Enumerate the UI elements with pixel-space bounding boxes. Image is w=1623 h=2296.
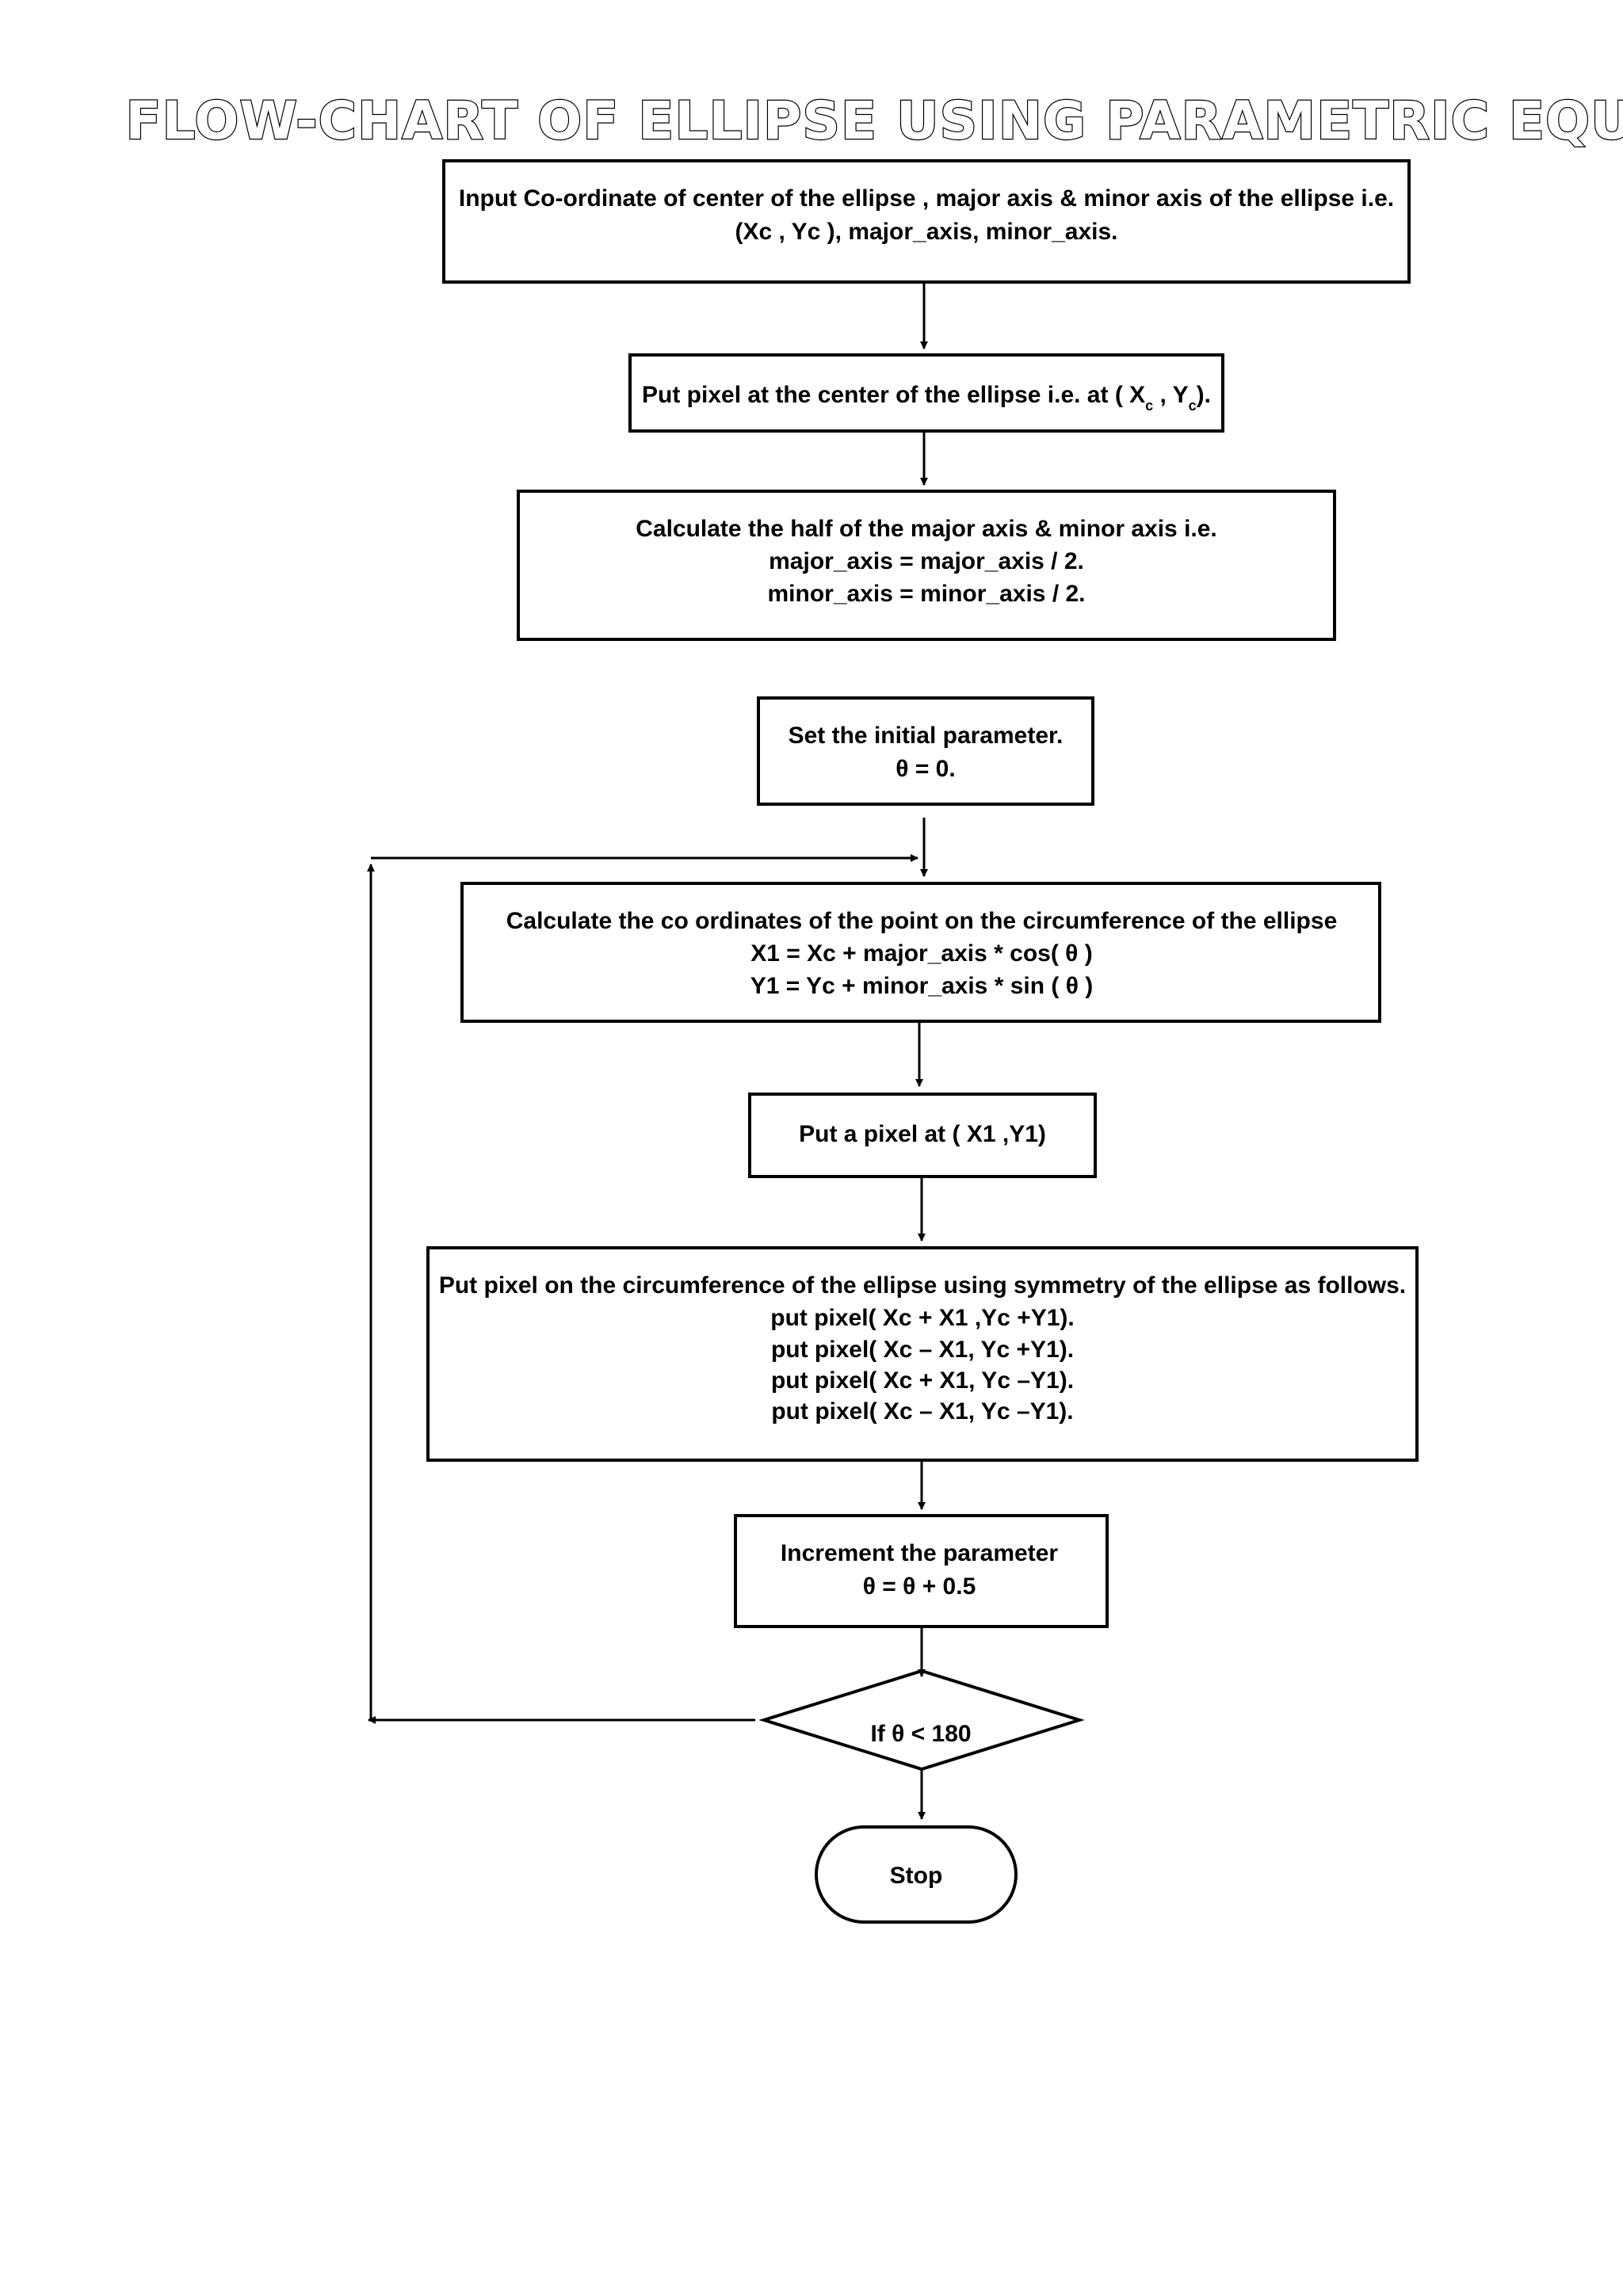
init-param-line-1: Set the initial parameter. — [789, 723, 1064, 749]
put-point-text: Put a pixel at ( X1 ,Y1) — [799, 1121, 1046, 1147]
symmetry-line-1: Put pixel on the circumference of the el… — [439, 1272, 1406, 1299]
input-line-2: (Xc , Yc ), major_axis, minor_axis. — [735, 219, 1117, 245]
increment-box: Increment the parameter θ = θ + 0.5 — [734, 1514, 1109, 1628]
center-pixel-box: Put pixel at the center of the ellipse i… — [628, 353, 1224, 433]
calc-coords-box: Calculate the co ordinates of the point … — [460, 882, 1381, 1023]
symmetry-line-3: put pixel( Xc – X1, Yc +Y1). — [771, 1337, 1074, 1363]
center-pixel-suffix: ). — [1197, 382, 1211, 408]
half-axes-line-2: major_axis = major_axis / 2. — [769, 548, 1084, 574]
symmetry-line-4: put pixel( Xc + X1, Yc –Y1). — [771, 1367, 1074, 1394]
center-pixel-prefix: Put pixel at the center of the ellipse i… — [642, 382, 1145, 408]
calc-coords-line-1: Calculate the co ordinates of the point … — [506, 908, 1338, 934]
half-axes-line-3: minor_axis = minor_axis / 2. — [767, 581, 1085, 607]
init-param-line-2: θ = 0. — [896, 756, 955, 782]
page-title: FLOW-CHART OF ELLIPSE USING PARAMETRIC E… — [125, 90, 1623, 151]
init-param-box: Set the initial parameter. θ = 0. — [757, 696, 1094, 806]
center-pixel-text: Put pixel at the center of the ellipse i… — [642, 382, 1211, 414]
center-pixel-mid: , Y — [1153, 382, 1188, 408]
input-line-1: Input Co-ordinate of center of the ellip… — [459, 185, 1394, 212]
symmetry-line-5: put pixel( Xc – X1, Yc –Y1). — [771, 1398, 1073, 1425]
decision-diamond: If θ < 180 — [758, 1669, 1085, 1772]
calc-coords-line-2: X1 = Xc + major_axis * cos( θ ) — [750, 940, 1092, 967]
stop-label: Stop — [890, 1863, 943, 1889]
calc-coords-line-3: Y1 = Yc + minor_axis * sin ( θ ) — [750, 973, 1094, 999]
center-pixel-sub-x: c — [1145, 398, 1153, 414]
symmetry-box: Put pixel on the circumference of the el… — [426, 1246, 1419, 1462]
center-pixel-sub-y: c — [1189, 398, 1197, 414]
half-axes-box: Calculate the half of the major axis & m… — [517, 490, 1336, 641]
increment-line-1: Increment the parameter — [781, 1540, 1058, 1566]
symmetry-line-2: put pixel( Xc + X1 ,Yc +Y1). — [770, 1305, 1074, 1331]
stop-terminal: Stop — [815, 1825, 1018, 1924]
input-box: Input Co-ordinate of center of the ellip… — [442, 159, 1411, 284]
decision-label: If θ < 180 — [870, 1721, 971, 1747]
half-axes-line-1: Calculate the half of the major axis & m… — [636, 516, 1217, 542]
put-point-box: Put a pixel at ( X1 ,Y1) — [748, 1093, 1097, 1178]
increment-line-2: θ = θ + 0.5 — [863, 1573, 976, 1600]
